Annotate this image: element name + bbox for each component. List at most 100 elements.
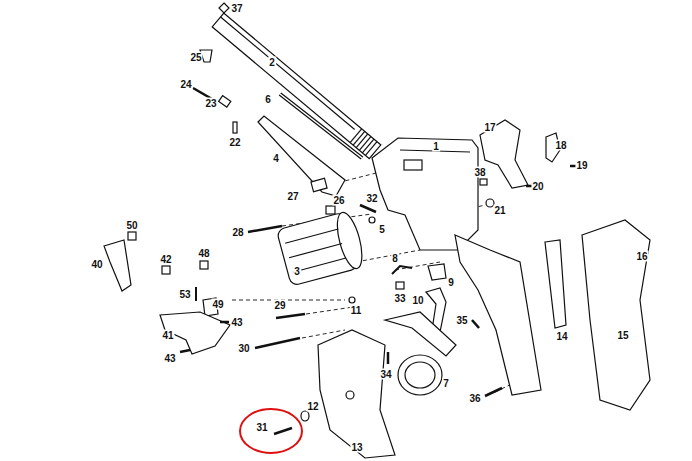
callout-number: 36 [468,393,481,404]
small-parts-piece [485,388,502,396]
callout-number: 9 [447,277,455,288]
callout-number: 7 [442,378,450,389]
callout-number: 49 [211,299,224,310]
callout-number: 29 [273,300,286,311]
trigger-guard-piece [405,362,435,388]
small-parts-piece [180,350,190,352]
callout-number: 14 [555,331,568,342]
callout-number: 5 [378,224,386,235]
grips-piece [545,240,566,328]
frame-piece [455,235,541,395]
small-parts-piece [255,338,300,348]
small-parts-piece [162,266,170,274]
small-parts-piece [219,96,231,107]
frame-piece [404,160,422,170]
callout-number: 11 [350,305,363,316]
callout-number: 30 [237,343,250,354]
small-parts-piece [387,352,390,364]
small-parts-piece [274,428,292,434]
trigger-guard-piece [398,355,442,395]
callout-number: 31 [255,422,268,433]
callout-number: 6 [264,94,272,105]
callout-number: 20 [531,181,544,192]
callout-number: 3 [293,266,301,277]
assembly-line-piece [356,250,420,262]
small-parts-piece [219,3,229,13]
callout-number: 10 [411,295,424,306]
cylinder-piece [332,210,366,271]
assembly-line-piece [232,300,345,301]
callout-number: 22 [228,137,241,148]
barrel-piece [362,139,374,153]
barrel-piece [356,134,368,148]
small-parts-piece [349,297,355,303]
small-parts-piece [160,312,230,354]
barrel-piece [212,13,381,159]
callout-number: 17 [483,122,496,133]
callout-number: 35 [455,315,468,326]
callout-number: 4 [272,153,280,164]
callout-number: 19 [575,160,588,171]
callout-number: 25 [189,52,202,63]
callout-number: 43 [163,353,176,364]
small-parts-piece [195,287,197,301]
callout-number: 23 [204,98,217,109]
small-parts-piece [104,240,131,291]
barrel-piece [365,142,377,156]
callout-number: 27 [286,191,299,202]
small-parts-piece [369,217,375,223]
barrel [212,13,381,159]
barrel-piece [359,137,371,151]
hammer-parts-piece [480,120,528,188]
small-parts-piece [200,261,208,269]
callout-number: 38 [473,167,486,178]
small-parts-piece [472,320,479,328]
callout-number: 13 [350,442,363,453]
small-parts-piece [276,314,305,318]
small-parts-piece [220,321,229,324]
callout-number: 34 [379,369,392,380]
callout-number: 37 [230,2,243,13]
callout-number: 16 [635,251,648,262]
callout-number: 15 [616,330,629,341]
callout-number: 33 [393,293,406,304]
callout-number: 24 [179,79,192,90]
small-parts-piece [326,206,335,214]
callout-number: 50 [125,220,138,231]
small-parts-piece [258,116,345,196]
barrel-piece [350,129,362,143]
callout-number: 40 [90,259,103,270]
hammer-parts-piece [480,179,487,185]
trigger-guard-piece [385,312,456,356]
callout-number: 43 [230,317,243,328]
callout-number: 48 [197,248,210,259]
small-parts-piece [311,178,327,191]
grips-piece [582,220,650,410]
small-parts-piece [301,411,309,421]
barrel-piece [353,131,365,145]
cylinder-piece [293,258,346,272]
callout-number: 41 [161,330,174,341]
small-parts-piece [128,232,136,240]
small-parts-piece [392,266,412,274]
callout-number: 26 [332,195,345,206]
small-parts-piece [396,282,404,289]
callout-number: 1 [432,141,440,152]
small-parts-piece [233,122,237,133]
frame-piece [372,138,478,250]
cylinder-piece [285,229,338,243]
barrel-piece [221,17,355,129]
hammer-parts [480,120,576,207]
trigger-guard [385,312,456,395]
cylinder-piece [289,244,342,258]
grips [318,220,650,458]
highlight-circle [240,409,302,453]
callout-number: 42 [159,254,172,265]
grips-piece [318,330,395,458]
callout-number: 12 [306,401,319,412]
small-parts-piece [248,226,282,232]
grips-piece [346,391,354,399]
callout-number: 18 [554,140,567,151]
